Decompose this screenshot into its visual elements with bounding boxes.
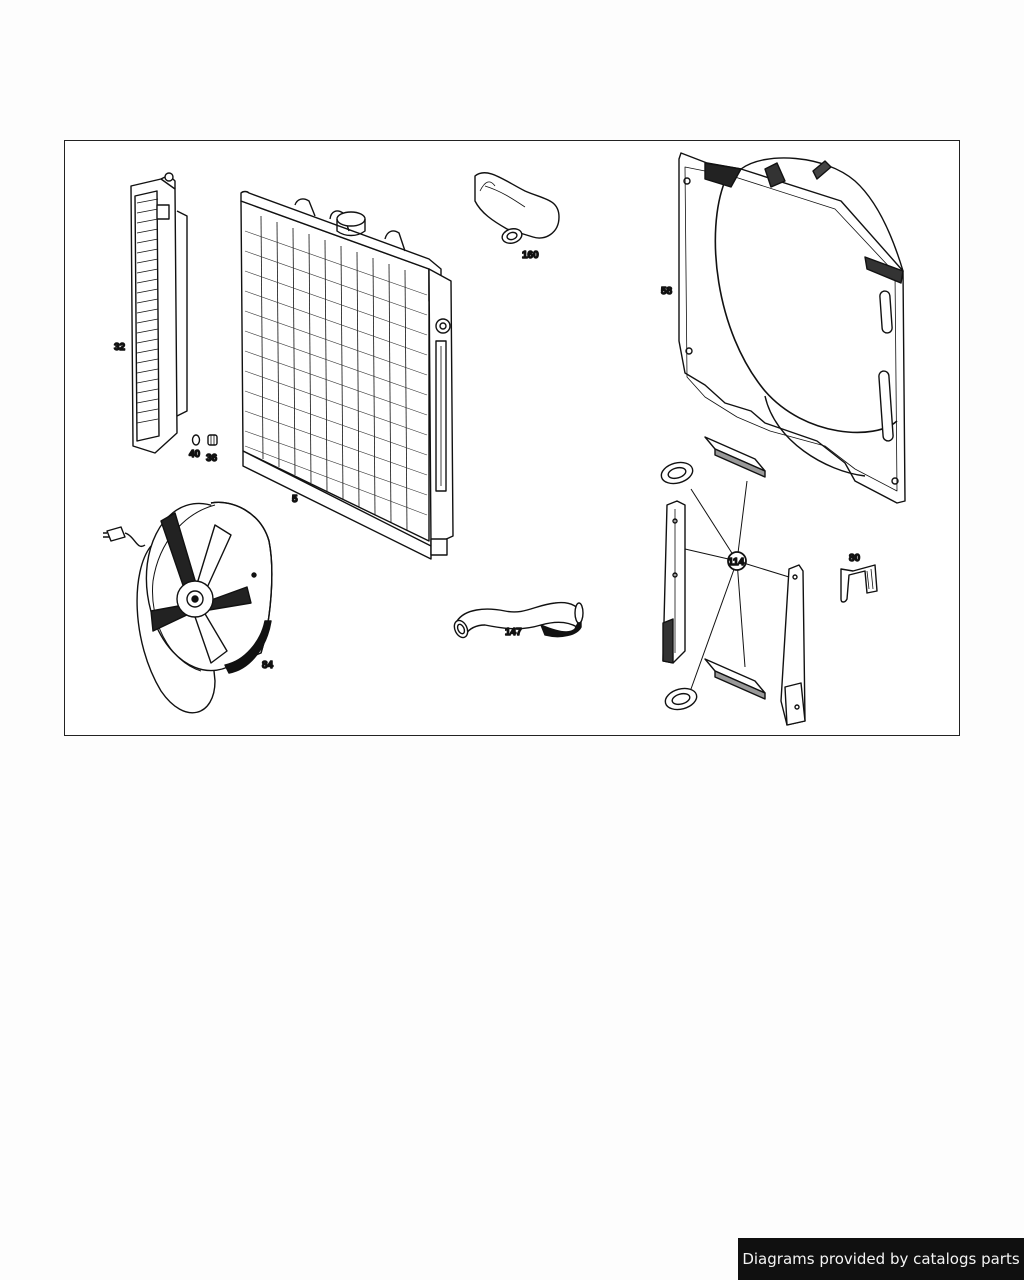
callout-electric-fan: 84 [262,660,274,671]
radiator-part[interactable] [240,190,454,560]
fan-shroud-part[interactable] [678,152,906,504]
callout-lower-hose: 147 [505,627,522,638]
parts-diagram-frame: 32 40 36 [64,140,960,736]
credit-banner: Diagrams provided by catalogs parts [738,1238,1024,1280]
callout-upper-hose: 160 [522,250,539,261]
credit-text: Diagrams provided by catalogs parts [742,1250,1020,1268]
upper-hose-part[interactable] [474,172,560,246]
callout-oil-cooler: 32 [114,342,126,353]
callout-radiator: 5 [292,494,298,505]
exploded-parts-drawing: 32 40 36 [103,152,906,726]
callout-fan-shroud: 58 [661,286,673,297]
bracket-part[interactable] [840,564,878,603]
oil-cooler-part[interactable] [130,172,188,454]
mounting-kit-part[interactable] [659,436,806,726]
lower-hose-part[interactable] [452,601,584,640]
washer-part[interactable] [191,434,201,446]
callout-washer: 40 [189,449,201,460]
electric-fan-part[interactable] [103,496,274,714]
callout-plug: 36 [206,453,218,464]
callout-bracket: 80 [849,553,861,564]
plug-part[interactable] [207,434,218,446]
callout-mounting-kit: 114 [728,557,745,568]
